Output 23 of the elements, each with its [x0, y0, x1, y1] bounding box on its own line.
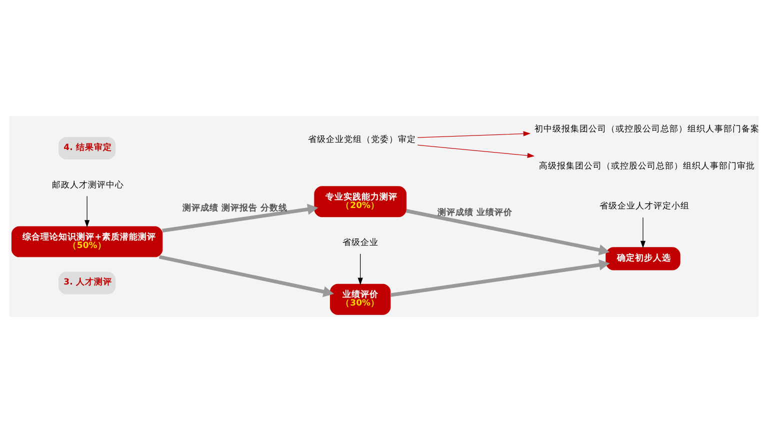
node-text: 高级报集团公司（或控股公司总部）组织人事部门审批 — [538, 161, 755, 172]
arrow — [406, 208, 610, 255]
arrow — [417, 130, 531, 138]
arrow — [158, 254, 334, 297]
arrow — [162, 203, 318, 232]
node-text: 省级企业党组（党委）审定 — [308, 134, 416, 144]
node-text: 省级企业人才评定小组 — [600, 201, 690, 212]
node-box: 4. 结果审定 — [58, 136, 116, 159]
node-box: 业绩评价 （30%） — [330, 283, 391, 314]
node-text: 省级企业 — [342, 238, 379, 248]
node-box: 专业实践能力测评 （20%） — [314, 186, 406, 217]
arrow — [358, 253, 363, 285]
node-text: 邮政人才测评中心 — [52, 180, 124, 190]
arrow — [417, 144, 535, 158]
arrow — [84, 195, 90, 227]
arrow — [640, 216, 646, 248]
edge-label: 测评成绩 业绩评价 — [437, 208, 512, 218]
node-box: 3. 人才测评 — [58, 271, 116, 294]
edge-label: 测评成绩 测评报告 分数线 — [182, 202, 288, 213]
node-box: 综合理论知识测评+素质潜能测评 （50%） — [11, 226, 163, 257]
arrow — [390, 258, 610, 296]
node-box: 确定初步人选 — [606, 246, 680, 270]
node-text: 初中级报集团公司（或控股公司总部）组织人事部门备案 — [534, 124, 760, 134]
